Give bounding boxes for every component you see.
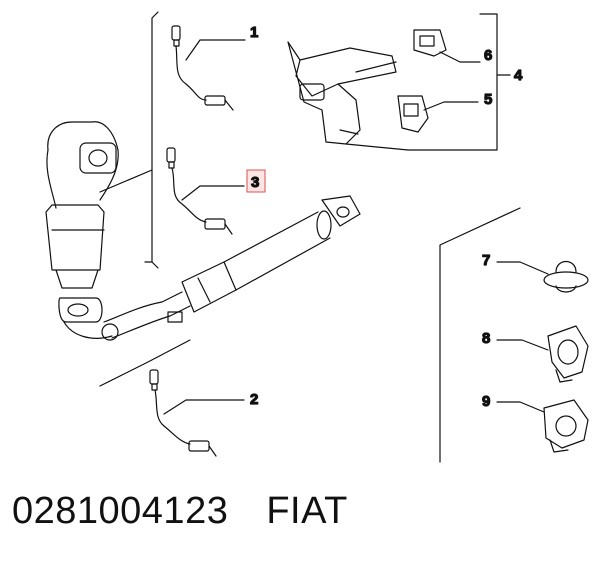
clamp-8 <box>496 325 589 383</box>
clamp-9 <box>496 399 589 453</box>
callout-4: 4 <box>514 67 523 84</box>
brand-name: FIAT <box>266 490 348 532</box>
sensor-bracket-assembly <box>287 41 409 151</box>
bracket-lines <box>99 11 521 463</box>
callout-5: 5 <box>484 91 492 108</box>
exhaust-pipe <box>101 195 361 341</box>
callout-8: 8 <box>482 330 490 347</box>
clip-6 <box>413 29 481 63</box>
callout-3-highlight <box>246 169 266 193</box>
oxygen-sensor-1 <box>171 25 246 111</box>
grommet-7 <box>496 260 589 293</box>
part-number: 0281004123 <box>12 490 229 532</box>
oxygen-sensor-2 <box>149 369 245 457</box>
catalytic-converter <box>45 121 119 339</box>
part-caption: 0281004123 FIAT <box>12 490 592 533</box>
exploded-parts-diagram: 1 3 <box>45 11 589 463</box>
oxygen-sensor-3 <box>166 147 245 235</box>
callout-9: 9 <box>482 393 490 410</box>
callout-7: 7 <box>482 252 490 269</box>
callout-6: 6 <box>484 47 492 64</box>
callout-3: 3 <box>251 174 259 191</box>
callout-1: 1 <box>250 24 258 41</box>
clip-5 <box>397 95 479 133</box>
callout-2: 2 <box>250 391 258 408</box>
